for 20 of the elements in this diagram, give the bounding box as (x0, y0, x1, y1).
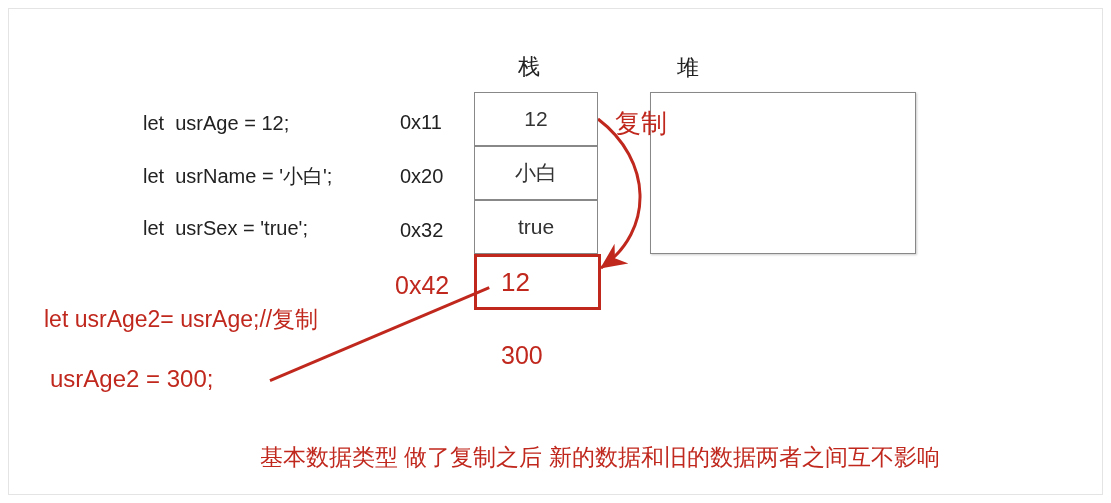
cell-value: 12 (524, 106, 548, 133)
memory-address: 0x11 (400, 110, 442, 135)
edge-label: 复制 (615, 107, 667, 140)
caption: 基本数据类型 做了复制之后 新的数据和旧的数据两者之间互不影响 (260, 443, 940, 472)
column-heading: 堆 (677, 54, 699, 82)
memory-address: 0x32 (400, 218, 444, 243)
leader-line (269, 286, 490, 383)
copy-arrow (597, 117, 642, 270)
column-heading: 栈 (518, 53, 540, 81)
code-line: usrAge2 = 300; (50, 364, 214, 394)
cell-value: 12 (501, 265, 530, 299)
code-line: let usrSex = 'true'; (143, 216, 308, 241)
cell-value: 小白 (515, 160, 557, 187)
code-line: let usrName = '小白'; (143, 164, 333, 189)
memory-address: 0x42 (395, 270, 450, 301)
memory-address: 0x20 (400, 164, 444, 189)
cell-value: true (517, 214, 555, 241)
code-line: let usrAge = 12; (143, 111, 290, 136)
code-line: let usrAge2= usrAge;//复制 (44, 305, 319, 334)
memory-address: 300 (501, 340, 543, 371)
